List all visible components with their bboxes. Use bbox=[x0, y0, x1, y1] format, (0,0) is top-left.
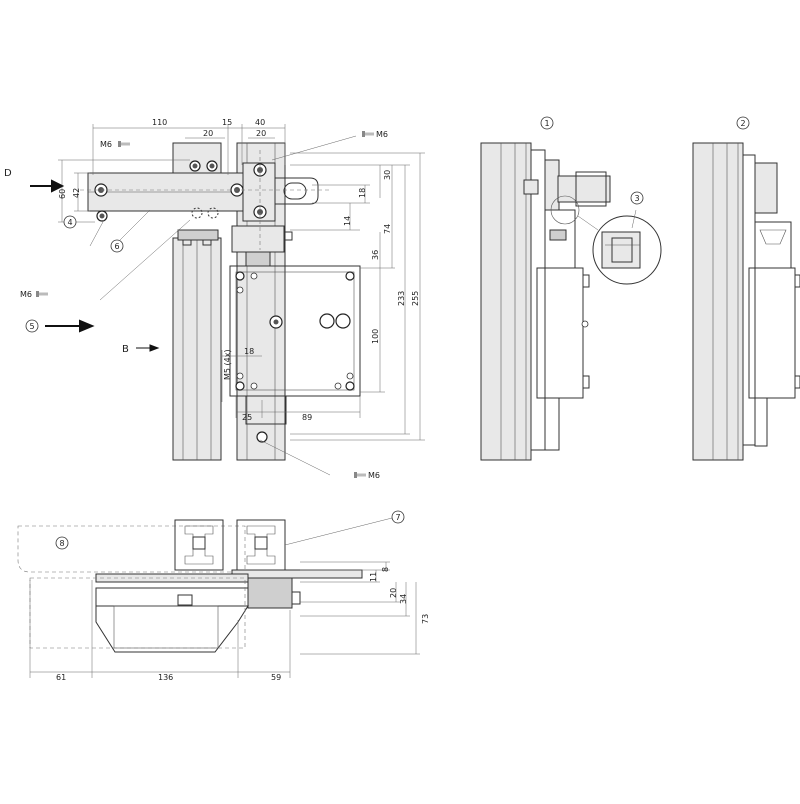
screw-icon bbox=[354, 472, 366, 478]
dim-110: 110 bbox=[152, 118, 167, 127]
arrow-d bbox=[30, 179, 65, 193]
switch-neck bbox=[245, 251, 271, 267]
dim-34: 34 bbox=[399, 594, 408, 604]
dim-255: 255 bbox=[411, 291, 420, 306]
dim-42: 42 bbox=[72, 188, 81, 198]
screw-label-3: M6 bbox=[20, 290, 32, 299]
side2-profile bbox=[692, 142, 744, 461]
dim-60: 60 bbox=[58, 189, 67, 199]
callout-circle bbox=[110, 239, 124, 253]
callout-circle bbox=[25, 319, 39, 333]
screw-label-1: M6 bbox=[100, 140, 112, 149]
profile-section bbox=[174, 519, 224, 571]
dim-136: 136 bbox=[158, 673, 173, 682]
side2-switch-body bbox=[748, 267, 796, 399]
dim-20: 20 bbox=[389, 588, 398, 598]
side1-profile bbox=[480, 142, 532, 461]
screw-icon bbox=[36, 291, 48, 297]
dim-100: 100 bbox=[371, 329, 380, 344]
callout-8: 8 bbox=[60, 539, 65, 548]
thread-label: M5 (4x) bbox=[223, 349, 232, 380]
screw-icon bbox=[362, 131, 374, 137]
callout-6: 6 bbox=[115, 242, 120, 251]
screw-label-2: M6 bbox=[376, 130, 388, 139]
switch-led bbox=[319, 313, 335, 329]
callout-circle bbox=[55, 536, 69, 550]
callout-1: 1 bbox=[545, 119, 550, 128]
dim-8: 8 bbox=[381, 567, 390, 572]
dim-40: 40 bbox=[255, 118, 265, 127]
dim-11: 11 bbox=[369, 572, 378, 582]
arrow-label-b: B bbox=[122, 344, 129, 355]
dim-18-right: 18 bbox=[358, 188, 367, 198]
dim-74: 74 bbox=[383, 224, 392, 234]
side1-switch-body bbox=[536, 267, 584, 399]
callout-5: 5 bbox=[30, 322, 35, 331]
dim-233: 233 bbox=[397, 291, 406, 306]
dim-14: 14 bbox=[343, 216, 352, 226]
door-outline bbox=[17, 525, 246, 573]
callout-circle bbox=[63, 215, 77, 229]
profile-section bbox=[236, 519, 286, 571]
arrow-5 bbox=[45, 319, 95, 333]
dim-61: 61 bbox=[56, 673, 66, 682]
detail-marker bbox=[550, 195, 580, 225]
callout-circle bbox=[540, 116, 554, 130]
switch-head bbox=[231, 225, 285, 253]
side-view-2: 2 bbox=[692, 116, 800, 461]
dim-18-bottom: 18 bbox=[244, 347, 254, 356]
callout-4: 4 bbox=[68, 218, 73, 227]
callout-3: 3 bbox=[635, 194, 640, 203]
switch-led bbox=[335, 313, 351, 329]
dim-59: 59 bbox=[271, 673, 281, 682]
front-view: 110 15 40 20 20 60 42 30 18 14 74 36 100… bbox=[4, 118, 425, 480]
detail-3 bbox=[592, 215, 662, 285]
arrow-label-d: D bbox=[4, 168, 12, 179]
dim-36: 36 bbox=[371, 250, 380, 260]
callout-circle bbox=[736, 116, 750, 130]
screw-label-4: M6 bbox=[368, 471, 380, 480]
arrow-b bbox=[136, 344, 160, 352]
dim-15: 15 bbox=[222, 118, 232, 127]
dim-73: 73 bbox=[421, 614, 430, 624]
dim-20b: 20 bbox=[256, 129, 266, 138]
hole bbox=[256, 431, 268, 443]
callout-circle bbox=[391, 510, 405, 524]
bottom-view: 8 7 8 11 20 34 73 61 136 59 bbox=[17, 510, 430, 682]
screw-icon bbox=[118, 141, 130, 147]
actuator-tongue bbox=[274, 177, 319, 205]
switch-body bbox=[229, 265, 361, 397]
side-view-1: 1 3 bbox=[480, 116, 662, 461]
callout-circle bbox=[630, 191, 644, 205]
bottom-switch-body bbox=[95, 605, 249, 653]
dim-25: 25 bbox=[242, 413, 252, 422]
dim-20a: 20 bbox=[203, 129, 213, 138]
dim-89: 89 bbox=[302, 413, 312, 422]
callout-2: 2 bbox=[741, 119, 746, 128]
callout-7: 7 bbox=[396, 513, 401, 522]
dim-30: 30 bbox=[383, 170, 392, 180]
